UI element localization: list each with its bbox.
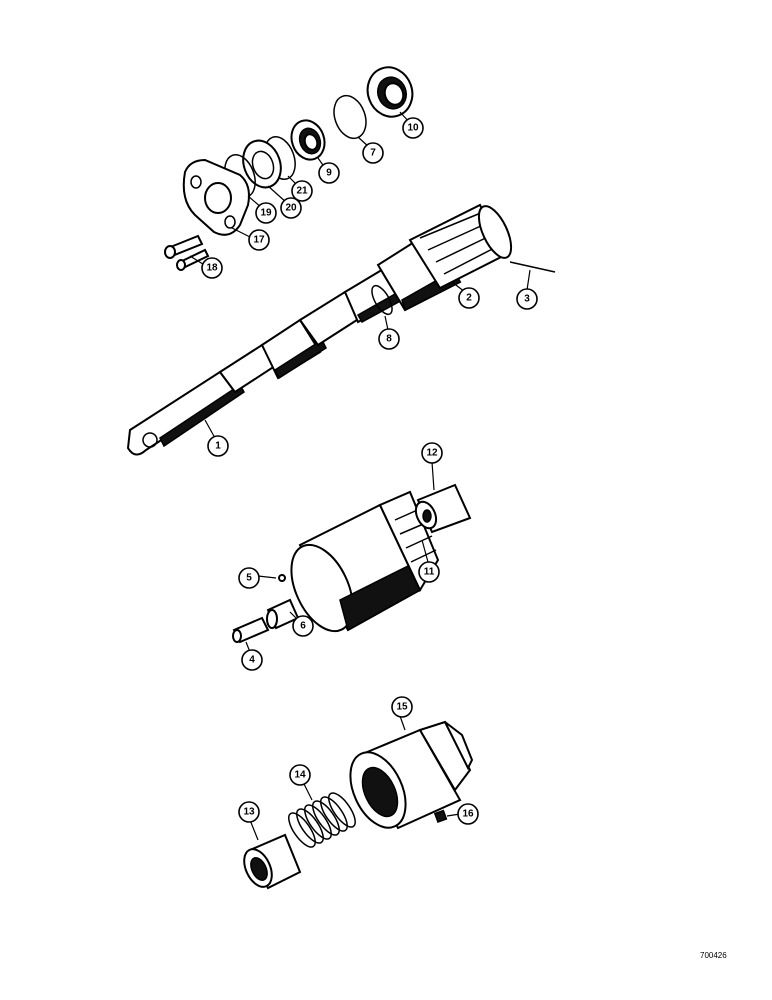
callout-7: 7 [362,142,384,164]
callout-11-label: 11 [424,567,435,578]
callout-16: 16 [457,803,479,825]
callout-5: 5 [238,567,260,589]
callout-3-label: 3 [524,294,530,305]
callout-1-label: 1 [215,441,221,452]
part-1-piston-rod [126,266,407,456]
callout-12: 12 [421,442,443,464]
callout-4-label: 4 [249,655,255,666]
callout-14-label: 14 [294,770,306,781]
callout-7-label: 7 [370,148,376,159]
callout-17-label: 17 [253,235,265,246]
part-9-wiper-seal [290,119,326,161]
callout-11: 11 [418,561,440,583]
callout-21-label: 21 [296,186,308,197]
callout-20: 20 [280,197,302,219]
callout-16-label: 16 [462,809,474,820]
part-16-plug [433,809,448,824]
callout-4: 4 [241,649,263,671]
part-14-spring [288,792,356,848]
callout-17: 17 [248,229,270,251]
part-18-bolts [164,234,210,271]
callout-3: 3 [516,288,538,310]
part-10-gland-seal [366,66,414,118]
callout-21: 21 [291,180,313,202]
callout-2: 2 [458,287,480,309]
part-13-cap [243,833,302,890]
part-3-pin [509,261,556,273]
callout-5-label: 5 [246,573,252,584]
part-20-washer [242,139,282,189]
part-8-ring [371,284,393,316]
callout-8: 8 [378,328,400,350]
callout-8-label: 8 [386,334,392,345]
part-4-pin [232,616,270,644]
part-17-flange [182,158,250,236]
callout-20-label: 20 [285,203,297,214]
callout-2-label: 2 [466,293,472,304]
callout-6-label: 6 [300,621,306,632]
callout-1: 1 [207,435,229,457]
callout-9: 9 [318,162,340,184]
callout-18-label: 18 [206,263,218,274]
callout-15-label: 15 [396,702,408,713]
callout-12-label: 12 [426,448,438,459]
figure-number: 700426 [700,951,727,960]
callout-19: 19 [255,202,277,224]
callout-14: 14 [289,764,311,786]
part-2-cylinder-head [376,203,513,312]
callout-10: 10 [402,117,424,139]
callout-10-label: 10 [407,123,419,134]
part-5-ball [278,574,286,582]
callout-13: 13 [238,801,260,823]
part-15-valve-body [349,720,474,830]
callout-13-label: 13 [243,807,255,818]
callout-15: 15 [391,696,413,718]
part-7-o-ring [333,94,367,140]
callout-19-label: 19 [260,208,272,219]
callout-6: 6 [292,615,314,637]
callout-18: 18 [201,257,223,279]
part-12-nut [414,483,472,534]
callout-9-label: 9 [326,168,332,179]
